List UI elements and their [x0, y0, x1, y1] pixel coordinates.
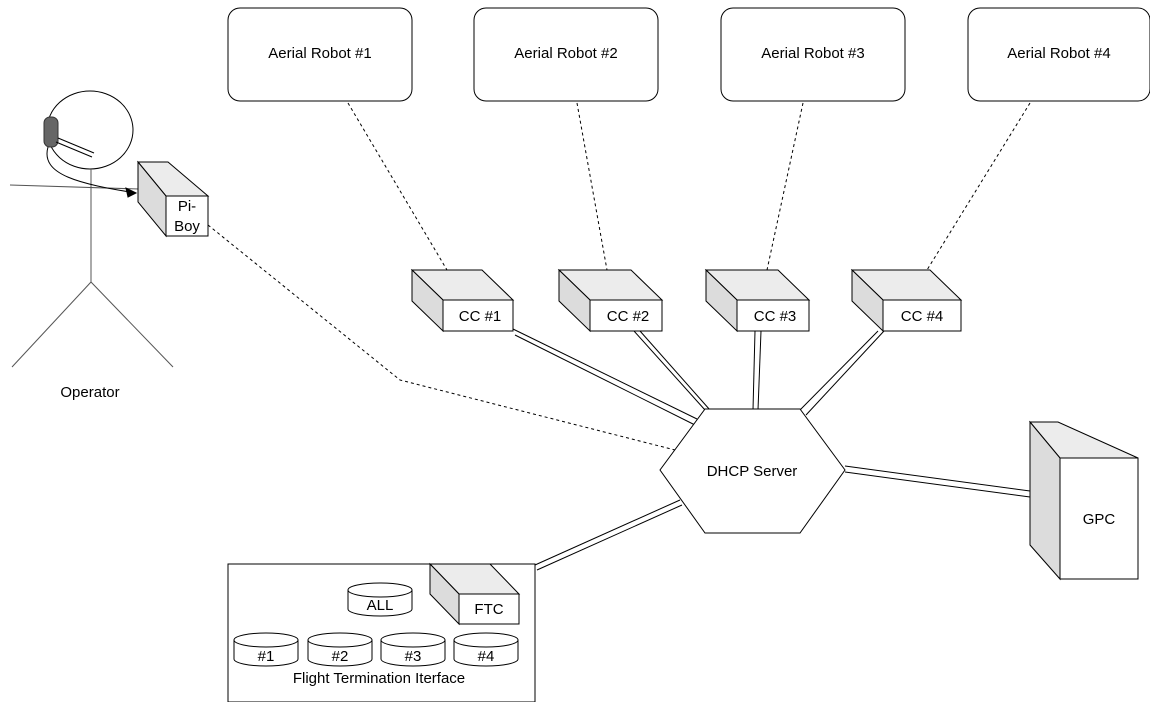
terminate-button-3[interactable]: #3 [380, 632, 446, 667]
cc-2[interactable]: CC #2 [557, 268, 664, 333]
cc-label: CC #2 [607, 308, 650, 325]
operator-leg-left [11, 281, 92, 368]
aerial-robot-2[interactable]: Aerial Robot #2 [473, 7, 659, 102]
cc-label: CC #4 [901, 308, 944, 325]
headset-cable [46, 146, 137, 194]
terminate-button-4[interactable]: #4 [453, 632, 519, 667]
terminate-button-2[interactable]: #2 [307, 632, 373, 667]
aerial-robot-label: Aerial Robot #2 [514, 45, 617, 62]
cc-3[interactable]: CC #3 [704, 268, 811, 333]
link-robot4-cc4 [926, 102, 1031, 271]
dhcp-server[interactable]: DHCP Server [659, 408, 846, 534]
ftc-box[interactable]: FTC [428, 562, 521, 626]
aerial-robot-1[interactable]: Aerial Robot #1 [227, 7, 413, 102]
wired-links [512, 328, 1031, 571]
cc-4[interactable]: CC #4 [850, 268, 963, 333]
cc-label: CC #1 [459, 308, 502, 325]
gpc-label: GPC [1083, 511, 1116, 528]
terminate-button-label: #2 [332, 648, 349, 665]
link-piboy-dhcp [207, 224, 676, 451]
operator-label: Operator [60, 384, 119, 401]
link-dhcp-gpc [844, 465, 1031, 498]
dhcp-label: DHCP Server [707, 463, 798, 480]
fti-title: Flight Termination Iterface [293, 670, 465, 687]
aerial-robot-label: Aerial Robot #1 [268, 45, 371, 62]
operator-head [46, 90, 134, 170]
terminate-button-label: #3 [405, 648, 422, 665]
ftc-label: FTC [474, 601, 503, 618]
arrowhead-icon [125, 187, 138, 198]
terminate-button-label: #4 [478, 648, 495, 665]
flight-termination-interface: FTC ALL #1 #2 #3 #4 Flight Termination [227, 562, 536, 702]
piboy-label-line1: Pi- [178, 198, 196, 215]
aerial-robot-label: Aerial Robot #3 [761, 45, 864, 62]
link-robot2-cc2 [576, 102, 608, 271]
aerial-robot-4[interactable]: Aerial Robot #4 [967, 7, 1150, 102]
cc-1[interactable]: CC #1 [410, 268, 515, 333]
link-robot3-cc3 [766, 102, 804, 271]
cc-label: CC #3 [754, 308, 797, 325]
terminate-button-label: #1 [258, 648, 275, 665]
link-cc4-dhcp [799, 330, 885, 416]
operator-leg-right [90, 281, 174, 368]
link-robot1-cc1 [347, 102, 448, 271]
link-cc3-dhcp [752, 330, 762, 411]
robot-links [207, 102, 1031, 451]
aerial-robot-3[interactable]: Aerial Robot #3 [720, 7, 906, 102]
link-cc2-dhcp [633, 330, 711, 411]
all-button[interactable]: ALL [347, 582, 413, 617]
link-cc1-dhcp [512, 328, 698, 426]
piboy-label-line2: Boy [174, 218, 200, 235]
piboy-device[interactable]: Pi- Boy [136, 160, 210, 238]
all-button-label: ALL [367, 597, 394, 614]
gpc[interactable]: GPC [1028, 420, 1139, 581]
operator-figure [9, 90, 174, 368]
terminate-button-1[interactable]: #1 [233, 632, 299, 667]
link-dhcp-fti [534, 499, 683, 571]
headset-icon [43, 116, 59, 148]
aerial-robot-label: Aerial Robot #4 [1007, 45, 1110, 62]
